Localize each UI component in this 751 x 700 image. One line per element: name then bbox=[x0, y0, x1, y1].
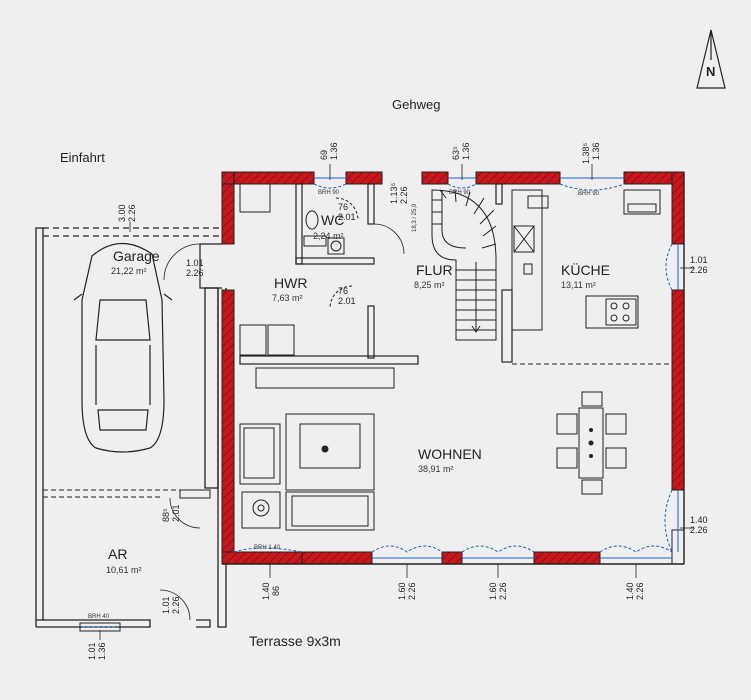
dim-top-wc-a: 69 bbox=[319, 149, 329, 160]
dim-bottom-w4-b: 2.26 bbox=[635, 582, 645, 600]
dim-bottom-w3-a: 1.60 bbox=[488, 582, 498, 600]
brh-flur-label: BRH 90 bbox=[449, 190, 471, 196]
dim-hwr-door-a: 76 bbox=[338, 286, 349, 296]
dim-wohnen-right-b: 2.26 bbox=[690, 525, 708, 535]
staircase bbox=[431, 189, 497, 341]
room-wc-name: WC bbox=[321, 212, 345, 228]
dim-top-wc-b: 1.36 bbox=[329, 142, 339, 160]
dimension-ticks bbox=[99, 164, 694, 640]
room-ar-name: AR bbox=[108, 546, 128, 562]
room-hwr-area: 7,63 m² bbox=[272, 293, 303, 303]
dim-top-kueche-a: 1.38⁵ bbox=[581, 142, 591, 164]
label-terrasse: Terrasse 9x3m bbox=[249, 633, 341, 649]
room-flur-area: 8,25 m² bbox=[414, 280, 445, 290]
windows bbox=[233, 177, 679, 559]
dim-top-flur-a: 63⁵ bbox=[451, 146, 461, 160]
dim-bottom-w2-a: 1.60 bbox=[397, 582, 407, 600]
label-einfahrt: Einfahrt bbox=[60, 150, 105, 165]
dim-wc-door-b: 2.01 bbox=[338, 212, 356, 222]
dim-wohnen-right-a: 1.40 bbox=[690, 515, 708, 525]
room-kueche-area: 13,11 m² bbox=[561, 280, 596, 290]
dim-bottom-w3-b: 2.26 bbox=[498, 582, 508, 600]
living-furniture bbox=[239, 367, 395, 531]
dining-table bbox=[556, 391, 627, 495]
dim-garage-gate-b: 2.26 bbox=[127, 204, 137, 222]
dim-ar-outer-b: 2.26 bbox=[171, 596, 181, 614]
room-hwr-name: HWR bbox=[274, 275, 308, 291]
dim-ar-window-a: 1.01 bbox=[87, 642, 97, 660]
brh-wohnen-label: BRH 1.40 bbox=[254, 545, 281, 551]
dim-bottom-w2-b: 2.26 bbox=[407, 582, 417, 600]
brh-kueche-label: BRH 90 bbox=[578, 191, 600, 197]
dim-bottom-w1-b: 86 bbox=[271, 585, 281, 596]
dim-kueche-right-b: 2.26 bbox=[690, 265, 708, 275]
dim-ar-door-b: 2.01 bbox=[171, 504, 181, 522]
dim-garage-gate-a: 3.00 bbox=[117, 204, 127, 222]
dim-ar-window-b: 1.36 bbox=[97, 642, 107, 660]
exterior-walls bbox=[221, 171, 685, 565]
dim-top-flur-b: 1.36 bbox=[461, 142, 471, 160]
label-gehweg: Gehweg bbox=[392, 97, 441, 112]
stair-label: 18,3 / 25,9 bbox=[412, 203, 418, 232]
brh-wc-label: BRH 90 bbox=[318, 190, 340, 196]
room-garage-name: Garage bbox=[113, 248, 160, 264]
dim-hwr-door-b: 2.01 bbox=[338, 296, 356, 306]
dim-garage-door-b: 2.26 bbox=[186, 268, 204, 278]
room-wohnen-name: WOHNEN bbox=[418, 446, 482, 462]
dim-wc-door-a: 76 bbox=[338, 202, 349, 212]
room-kueche-name: KÜCHE bbox=[561, 262, 611, 278]
room-wc-area: 2,24 m² bbox=[313, 231, 344, 241]
wc-fixtures bbox=[303, 197, 359, 309]
dim-flur-door-a: 1.13⁵ bbox=[389, 182, 399, 204]
interior-walls bbox=[199, 172, 672, 365]
kitchen-furniture bbox=[511, 189, 661, 331]
room-flur-name: FLUR bbox=[416, 262, 453, 278]
dim-top-kueche-b: 1.36 bbox=[591, 142, 601, 160]
dim-ar-door-a: 88⁵ bbox=[161, 508, 171, 522]
dim-flur-door-b: 2.26 bbox=[399, 186, 409, 204]
room-ar-area: 10,61 m² bbox=[106, 565, 142, 575]
room-wohnen-area: 38,91 m² bbox=[418, 464, 454, 474]
room-garage-area: 21,22 m² bbox=[111, 266, 147, 276]
dim-kueche-right-a: 1.01 bbox=[690, 255, 708, 265]
dim-bottom-w1-a: 1.40 bbox=[261, 582, 271, 600]
compass-letter: N bbox=[706, 64, 716, 79]
dim-garage-door-a: 1.01 bbox=[186, 258, 204, 268]
hwr-cabinets bbox=[239, 183, 295, 356]
door-swings bbox=[159, 223, 405, 621]
brh-ar-label: BRH 40 bbox=[88, 614, 110, 620]
car-icon bbox=[73, 242, 173, 453]
north-arrow-icon bbox=[696, 29, 726, 89]
dim-bottom-w4-a: 1.40 bbox=[625, 582, 635, 600]
dim-ar-outer-a: 1.01 bbox=[161, 596, 171, 614]
